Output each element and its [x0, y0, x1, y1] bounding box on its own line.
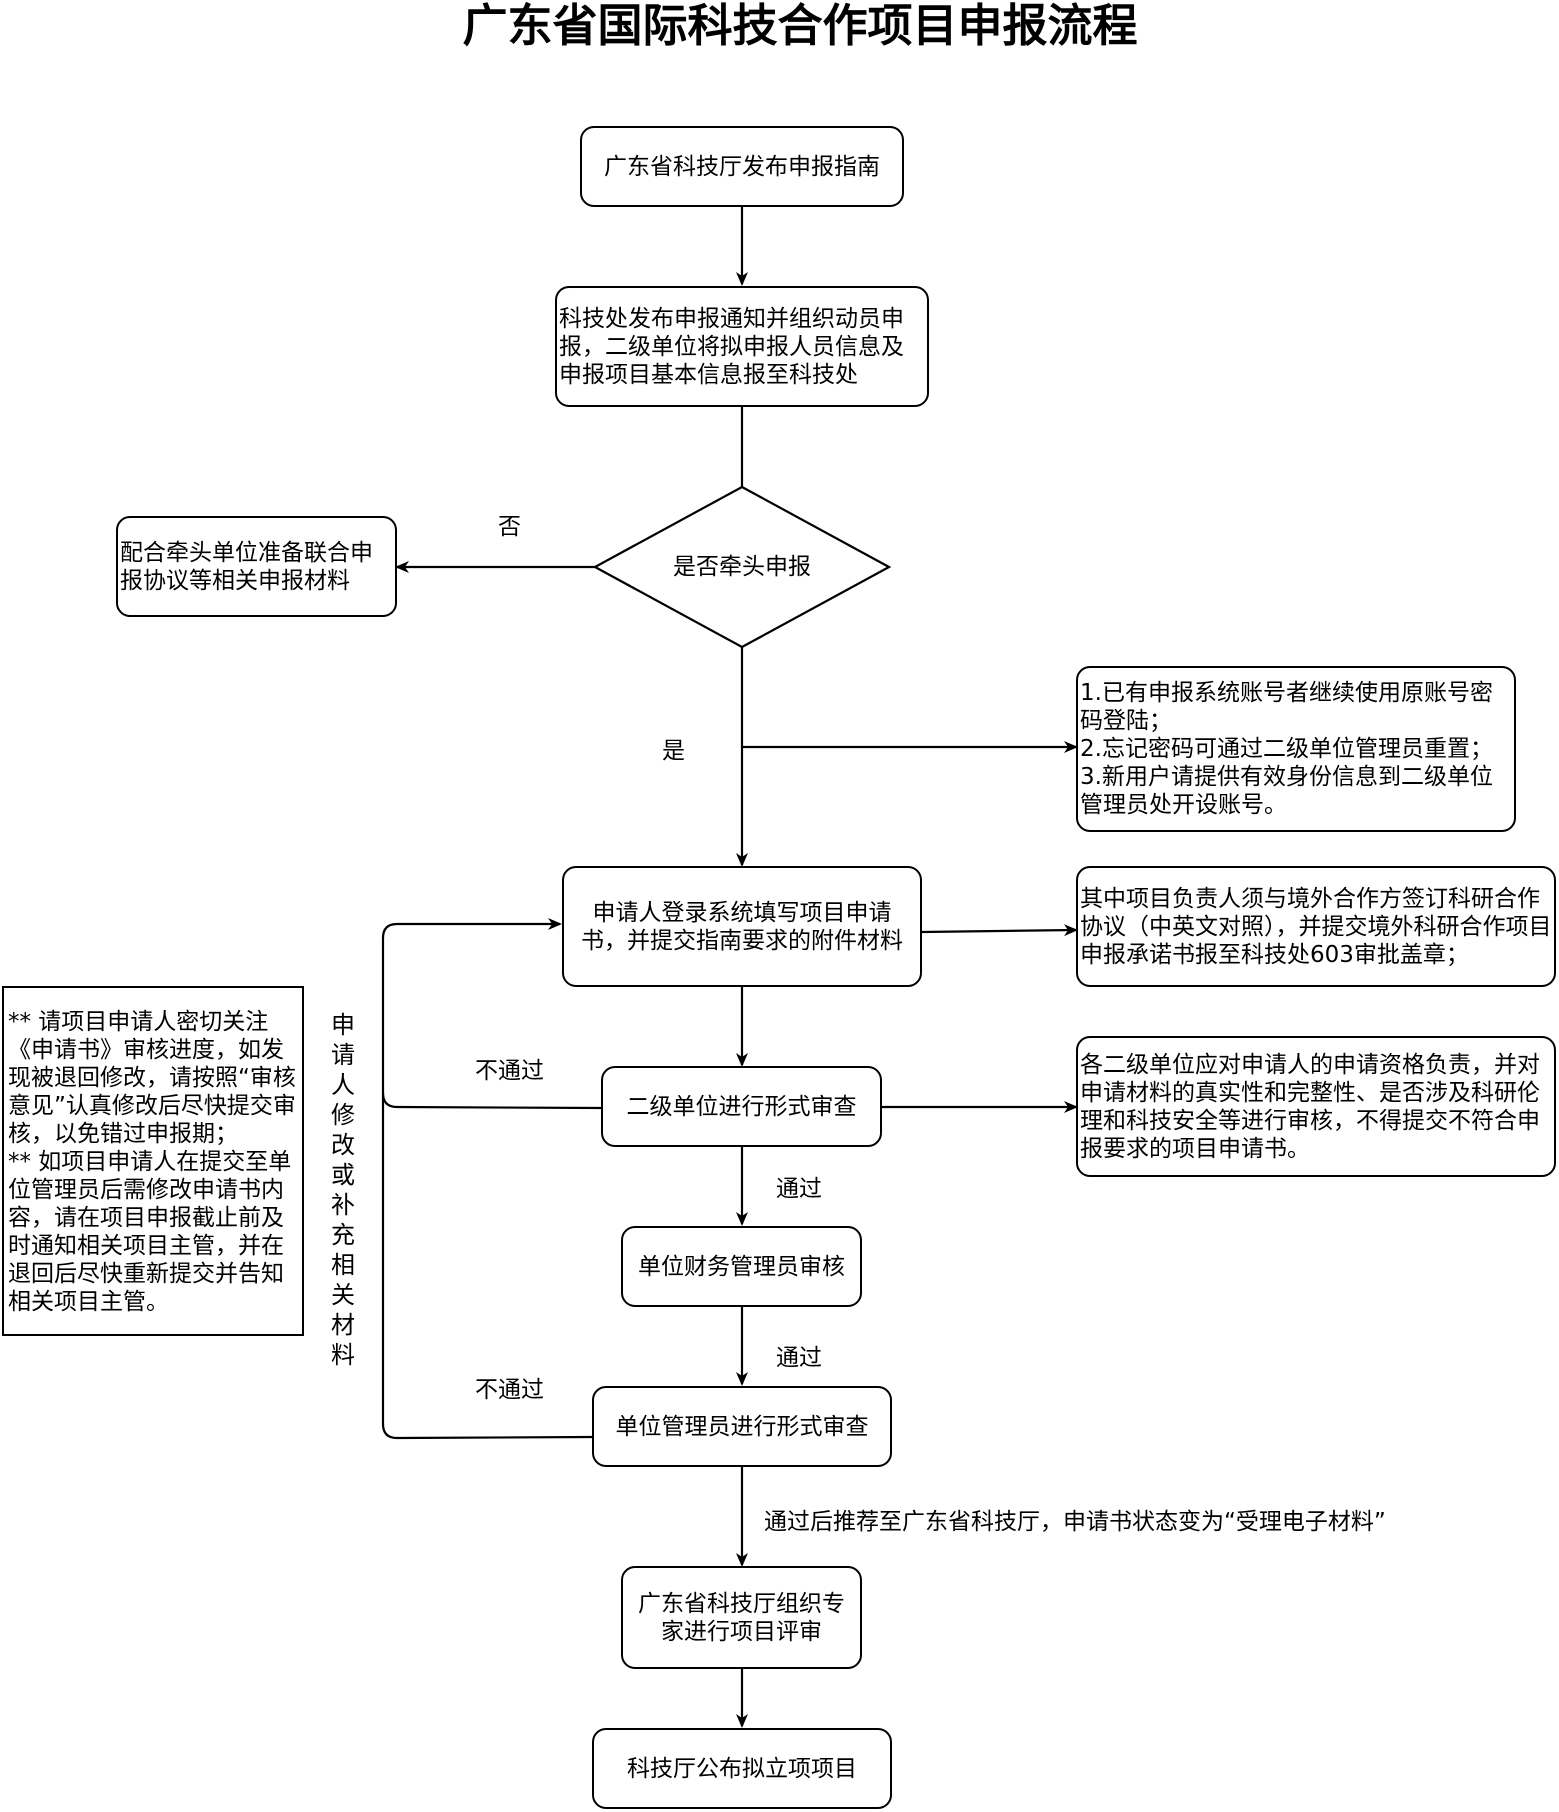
node-finance-review: 单位财务管理员审核: [621, 1226, 862, 1307]
arrow-fill-to-agreement: [921, 924, 1078, 937]
node-publish-guide-text: 广东省科技厅发布申报指南: [604, 153, 880, 180]
page-title: 广东省国际科技合作项目申报流程: [462, 0, 1138, 52]
node-admin-review-text: 单位管理员进行形式审查: [615, 1413, 869, 1440]
edge-label-no: 否: [498, 514, 521, 540]
node-publish-projects-text: 科技厅公布拟立项项目: [627, 1755, 857, 1782]
node-fill-application-text: 申请人登录系统填写项目申请书，并提交指南要求的附件材料: [581, 899, 903, 954]
return-loop-from-secondary: [381, 918, 602, 1110]
edge-label-pass-secondary: 通过: [776, 1176, 822, 1202]
node-notify: 科技处发布申报通知并组织动员申报，二级单位将拟申报人员信息及申报项目基本信息报至…: [555, 286, 929, 407]
edge-label-recommend: 通过后推荐至广东省科技厅，申请书状态变为“受理电子材料”: [764, 1509, 1386, 1535]
decision-label: 是否牵头申报: [673, 554, 811, 580]
node-partner-materials-text: 配合牵头单位准备联合申报协议等相关申报材料: [120, 539, 373, 594]
side-note: ** 请项目申请人密切关注《申请书》审核进度，如发现被退回修改，请按照“审核意见…: [2, 986, 304, 1336]
node-account-info-text: 1.已有申报系统账号者继续使用原账号密码登陆； 2.忘记密码可通过二级单位管理员…: [1080, 680, 1493, 818]
node-expert-review-text: 广东省科技厅组织专家进行项目评审: [638, 1590, 845, 1645]
node-expert-review: 广东省科技厅组织专家进行项目评审: [621, 1566, 862, 1669]
edge-label-yes: 是: [662, 738, 685, 764]
node-responsibility-text: 各二级单位应对申请人的申请资格负责，并对申请材料的真实性和完整性、是否涉及科研伦…: [1080, 1051, 1540, 1162]
edge-label-fail-secondary: 不通过: [475, 1058, 544, 1084]
edge-label-fail-admin: 不通过: [475, 1377, 544, 1403]
edge-label-pass-finance: 通过: [776, 1345, 822, 1371]
node-admin-review: 单位管理员进行形式审查: [592, 1386, 892, 1467]
node-publish-guide: 广东省科技厅发布申报指南: [580, 126, 904, 207]
node-publish-projects: 科技厅公布拟立项项目: [592, 1728, 892, 1809]
node-responsibility: 各二级单位应对申请人的申请资格负责，并对申请材料的真实性和完整性、是否涉及科研伦…: [1076, 1036, 1556, 1177]
edge-label-resubmit: 申 请 人 修 改 或 补 充 相 关 材 料: [331, 1011, 355, 1369]
node-notify-text: 科技处发布申报通知并组织动员申报，二级单位将拟申报人员信息及申报项目基本信息报至…: [559, 305, 904, 388]
node-agreement-text: 其中项目负责人须与境外合作方签订科研合作协议（中英文对照），并提交境外科研合作项…: [1080, 885, 1552, 968]
node-fill-application: 申请人登录系统填写项目申请书，并提交指南要求的附件材料: [562, 866, 922, 987]
node-account-info: 1.已有申报系统账号者继续使用原账号密码登陆； 2.忘记密码可通过二级单位管理员…: [1076, 666, 1516, 832]
node-secondary-review-text: 二级单位进行形式审查: [626, 1093, 857, 1120]
return-loop-from-admin: [381, 1093, 593, 1440]
node-finance-review-text: 单位财务管理员审核: [638, 1253, 845, 1280]
node-secondary-review: 二级单位进行形式审查: [601, 1066, 882, 1147]
node-partner-materials: 配合牵头单位准备联合申报协议等相关申报材料: [116, 516, 397, 617]
node-agreement: 其中项目负责人须与境外合作方签订科研合作协议（中英文对照），并提交境外科研合作项…: [1076, 866, 1556, 987]
